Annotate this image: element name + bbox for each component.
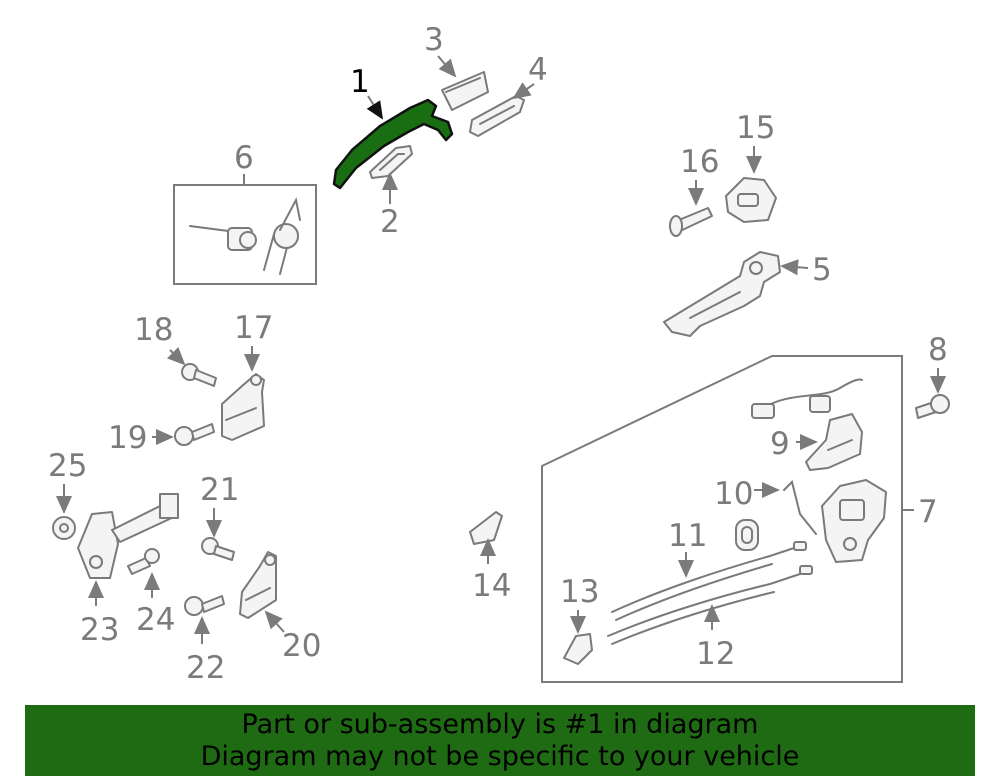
part-7-box [541,355,903,683]
leader-18 [167,347,186,366]
part-18-bolt [181,363,217,387]
callout-25: 25 [48,448,87,484]
part-10-rod [783,480,817,535]
part-13-clip [563,633,593,665]
callout-24: 24 [136,602,175,638]
part-21-bolt [201,537,235,561]
part-15-striker [725,177,777,223]
callout-20: 20 [282,628,321,664]
part-12-cable [607,565,813,645]
part-7-grommet [735,519,759,551]
callout-2: 2 [380,204,400,240]
part-1-door-handle[interactable] [332,98,454,190]
leader-4 [512,82,535,100]
callout-14: 14 [472,568,511,604]
parts-diagram: 1 2 3 4 6 15 16 [48,22,950,686]
callout-23: 23 [80,612,119,648]
part-9-cover [805,413,863,471]
part-11-cable [611,541,807,621]
part-24-bolt [127,548,160,575]
part-19-bolt [174,423,215,446]
callout-5: 5 [812,252,832,288]
part-4-gasket-rear [469,95,525,137]
callout-4: 4 [528,52,548,88]
part-2-gasket [369,145,413,179]
part-5-handle-frame [663,251,781,337]
callout-13: 13 [560,574,599,610]
callout-17: 17 [234,310,273,346]
part-14-cap [469,511,503,545]
callout-7: 7 [918,494,938,530]
part-22-bolt [184,595,225,616]
banner-line-2: Diagram may not be specific to your vehi… [200,741,800,772]
part-17-hinge-upper [221,373,265,441]
info-banner: Part or sub-assembly is #1 in diagram Di… [25,705,975,776]
callout-18: 18 [134,312,173,348]
callout-9: 9 [770,426,790,462]
callout-12: 12 [696,636,735,672]
part-7-latch [821,479,887,563]
banner-line-1: Part or sub-assembly is #1 in diagram [241,709,759,740]
leader-1 [366,95,384,120]
part-16-bolt [669,207,713,237]
callout-8: 8 [928,332,948,368]
part-7-wiring-harness [751,378,863,419]
part-3-cap [441,71,489,111]
part-23-door-check [77,493,179,579]
callout-19: 19 [108,420,147,456]
callout-11: 11 [668,518,707,554]
callout-16: 16 [680,144,719,180]
callout-6: 6 [234,140,254,176]
callout-15: 15 [736,110,775,146]
part-6-lock-cylinder [189,197,301,275]
callout-1: 1 [350,64,370,100]
part-25-nut [52,516,76,540]
leader-20 [264,610,285,633]
part-20-hinge-lower [239,551,277,619]
leader-3 [437,55,457,78]
part-8-bolt [915,394,950,419]
leader-5 [780,259,809,276]
callout-21: 21 [200,472,239,508]
callout-22: 22 [186,650,225,686]
callout-3: 3 [424,22,444,58]
callout-10: 10 [714,476,753,512]
